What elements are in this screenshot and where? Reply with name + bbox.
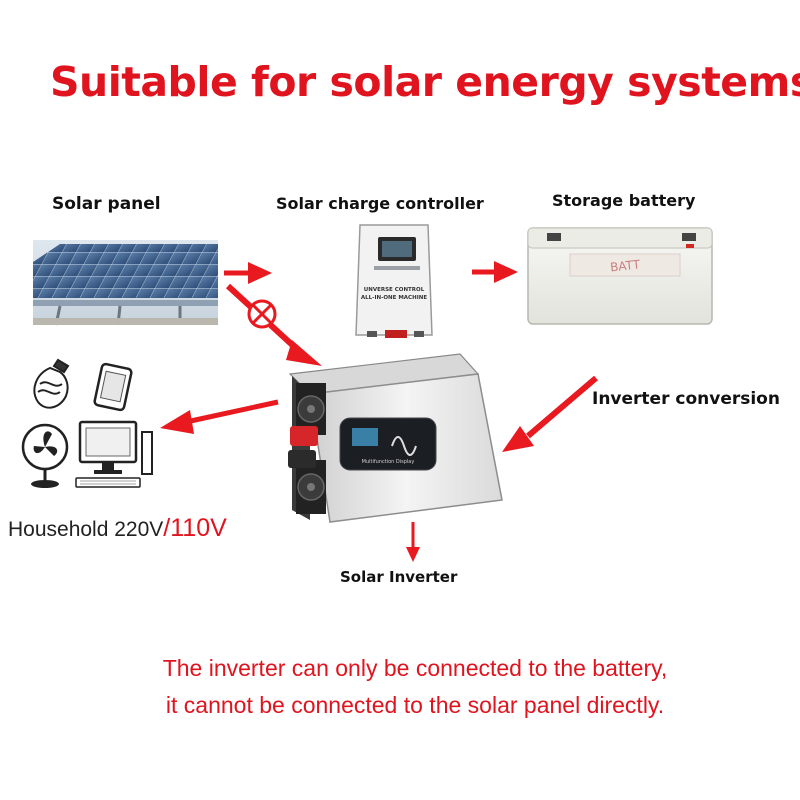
arrow-inverter-conversion: [502, 375, 598, 452]
storage-battery-image: BATT: [527, 227, 713, 325]
solar-panel-image: [33, 240, 218, 326]
arrow-panel-to-controller: [224, 262, 272, 284]
label-inverter-conversion: Inverter conversion: [592, 389, 780, 409]
note-line-2: it cannot be connected to the solar pane…: [165, 692, 665, 718]
household-alt-voltage: /110V: [163, 514, 227, 542]
page-title: Suitable for solar energy systems: [50, 58, 800, 106]
household-voltage-label: Household 220V/110V: [8, 514, 227, 543]
svg-text:BATT: BATT: [609, 257, 641, 274]
inverter-display-text: Multifunction Display: [362, 459, 415, 465]
arrow-down-to-label: [406, 522, 420, 562]
smartphone-icon: [93, 362, 133, 412]
controller-text-1: UNVERSE CONTROL: [364, 287, 425, 293]
label-solar-panel: Solar panel: [52, 194, 161, 214]
label-storage-battery: Storage battery: [552, 191, 696, 210]
arrow-controller-to-battery: [472, 261, 518, 283]
charge-controller-image: UNVERSE CONTROL ALL-IN-ONE MACHINE: [355, 224, 433, 338]
arrow-panel-to-inverter-prohibited: [225, 283, 322, 366]
household-prefix: Household 220V: [8, 518, 164, 541]
label-solar-inverter: Solar Inverter: [340, 568, 458, 586]
solar-inverter-image: Multifunction Display: [288, 353, 503, 523]
label-charge-controller: Solar charge controller: [276, 194, 484, 213]
arrow-inverter-to-household: [160, 399, 279, 434]
controller-text-2: ALL-IN-ONE MACHINE: [361, 295, 427, 301]
desktop-computer-icon: [75, 420, 153, 488]
note-line-1: The inverter can only be connected to th…: [162, 655, 668, 681]
fan-icon: [21, 423, 69, 488]
lightbulb-icon: [33, 358, 70, 409]
